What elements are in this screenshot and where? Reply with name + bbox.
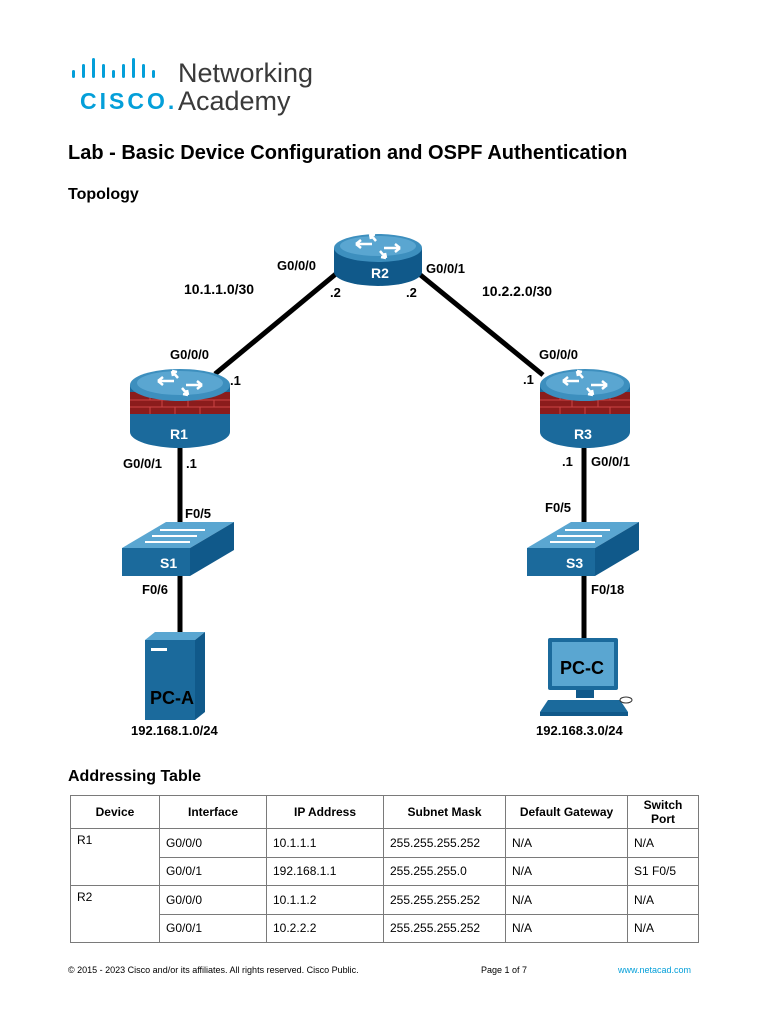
lan-a-network-label: 192.168.1.0/24: [131, 723, 219, 738]
table-row: R2 G0/0/0 10.1.1.2 255.255.255.252 N/A N…: [70, 885, 699, 915]
network-r2-r3-label: 10.2.2.0/30: [482, 283, 552, 299]
pc-c-desktop-icon: PC-C: [540, 638, 633, 716]
router-r1-icon: R1: [130, 369, 230, 448]
cell-device: [70, 914, 160, 943]
link-r2-r1: [213, 271, 339, 376]
topology-diagram: R2 R1 R3: [122, 232, 639, 738]
cell-default-gateway: N/A: [505, 885, 628, 915]
cell-interface: G0/0/1: [159, 914, 267, 943]
r2-left-ip-label: .2: [330, 285, 341, 300]
cell-interface: G0/0/0: [159, 885, 267, 915]
cell-ip-address: 192.168.1.1: [266, 857, 384, 886]
lan-c-network-label: 192.168.3.0/24: [536, 723, 624, 738]
cell-subnet-mask: 255.255.255.252: [383, 828, 506, 858]
cell-default-gateway: N/A: [505, 914, 628, 943]
header-subnet-mask: Subnet Mask: [383, 795, 506, 829]
s3-f05-label: F0/5: [545, 500, 571, 515]
table-header-row: Device Interface IP Address Subnet Mask …: [70, 795, 699, 829]
s1-f06-label: F0/6: [142, 582, 168, 597]
r2-g001-label: G0/0/1: [426, 261, 465, 276]
r2-label: R2: [371, 265, 389, 281]
cell-device: [70, 857, 160, 886]
cell-ip-address: 10.2.2.2: [266, 914, 384, 943]
cell-interface: G0/0/1: [159, 857, 267, 886]
cell-subnet-mask: 255.255.255.252: [383, 914, 506, 943]
switch-s1-icon: S1: [122, 522, 234, 576]
pc-c-label: PC-C: [560, 658, 604, 678]
network-r1-r2-label: 10.1.1.0/30: [184, 281, 254, 297]
document-title: Lab - Basic Device Configuration and OSP…: [68, 142, 628, 164]
table-row: G0/0/1 192.168.1.1 255.255.255.0 N/A S1 …: [70, 857, 699, 886]
router-r3-icon: R3: [540, 369, 630, 448]
s3-f018-label: F0/18: [591, 582, 624, 597]
s3-label: S3: [566, 555, 583, 571]
r1-g000-label: G0/0/0: [170, 347, 209, 362]
cell-switch-port: S1 F0/5: [627, 857, 699, 886]
cell-device: R2: [70, 885, 160, 914]
r1-g001-ip-label: .1: [186, 456, 197, 471]
cell-switch-port: N/A: [627, 914, 699, 943]
r3-g001-label: G0/0/1: [591, 454, 630, 469]
pc-a-tower-icon: PC-A: [145, 632, 205, 720]
pc-a-label: PC-A: [150, 688, 194, 708]
r1-g000-ip-label: .1: [230, 373, 241, 388]
table-row: R1 G0/0/0 10.1.1.1 255.255.255.252 N/A N…: [70, 828, 699, 858]
cell-switch-port: N/A: [627, 885, 699, 915]
cisco-wordmark: CISCO.: [80, 88, 178, 114]
header-interface: Interface: [159, 795, 267, 829]
cell-subnet-mask: 255.255.255.0: [383, 857, 506, 886]
r3-g001-ip-label: .1: [562, 454, 573, 469]
footer-copyright: © 2015 - 2023 Cisco and/or its affiliate…: [68, 965, 359, 975]
cell-default-gateway: N/A: [505, 857, 628, 886]
cisco-bars-icon: [72, 58, 155, 78]
r2-g000-label: G0/0/0: [277, 258, 316, 273]
header-switch-port: Switch Port: [627, 795, 699, 829]
s1-label: S1: [160, 555, 177, 571]
table-row: G0/0/1 10.2.2.2 255.255.255.252 N/A N/A: [70, 914, 699, 943]
addressing-table: Device Interface IP Address Subnet Mask …: [70, 795, 699, 943]
router-r2-icon: R2: [334, 232, 422, 286]
header-ip-address: IP Address: [266, 795, 384, 829]
r1-g001-label: G0/0/1: [123, 456, 162, 471]
header-default-gateway: Default Gateway: [505, 795, 628, 829]
cell-subnet-mask: 255.255.255.252: [383, 885, 506, 915]
r3-g000-label: G0/0/0: [539, 347, 578, 362]
cell-interface: G0/0/0: [159, 828, 267, 858]
header-device: Device: [70, 795, 160, 829]
logo-academy-text: Academy: [178, 86, 291, 116]
topology-heading: Topology: [68, 186, 139, 203]
addressing-table-heading: Addressing Table: [68, 768, 202, 785]
s1-f05-label: F0/5: [185, 506, 211, 521]
r1-label: R1: [170, 426, 188, 442]
logo-networking-text: Networking: [178, 58, 314, 88]
links: [177, 271, 587, 645]
cell-default-gateway: N/A: [505, 828, 628, 858]
cisco-networking-academy-logo: CISCO. Networking Academy: [70, 58, 330, 118]
r2-right-ip-label: .2: [406, 285, 417, 300]
cell-ip-address: 10.1.1.1: [266, 828, 384, 858]
footer-page-number: Page 1 of 7: [481, 965, 528, 975]
switch-s3-icon: S3: [527, 522, 639, 576]
footer-site-link[interactable]: www.netacad.com: [618, 965, 692, 975]
cell-switch-port: N/A: [627, 828, 699, 858]
cell-device: R1: [70, 828, 160, 857]
cell-ip-address: 10.1.1.2: [266, 885, 384, 915]
link-r2-r3: [416, 271, 545, 377]
r3-label: R3: [574, 426, 592, 442]
r3-g000-ip-label: .1: [523, 372, 534, 387]
